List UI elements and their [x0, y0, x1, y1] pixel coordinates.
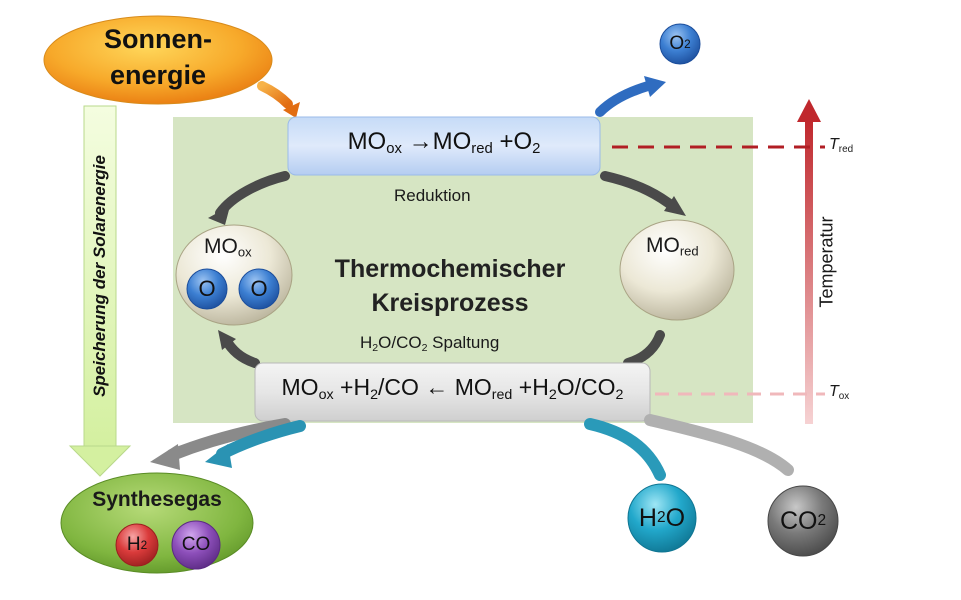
sun-arrowhead	[283, 102, 300, 118]
syngas-title: Synthesegas	[92, 488, 222, 511]
t-ox-label: Tox	[829, 383, 850, 402]
sun-ellipse	[43, 15, 273, 105]
o-ball-2	[238, 268, 280, 310]
mo-red-label: MOred	[646, 234, 699, 259]
temperature-label: Temperatur	[816, 216, 837, 308]
reduction-label: Reduktion	[394, 186, 471, 205]
o-ball-1	[186, 268, 228, 310]
reduction-equation: MOox →MOred +O2	[347, 128, 541, 158]
cycle-arrowheads	[208, 196, 686, 350]
temperature-arrow	[797, 99, 821, 424]
o2-ball	[659, 23, 701, 65]
co2-ball	[767, 485, 839, 557]
reduction-equation-box	[287, 116, 601, 176]
splitting-equation: MOox +H2/CO ← MOred +H2O/CO2	[281, 374, 624, 403]
o2-arrowhead	[644, 76, 666, 97]
mo-ox-label: MOox	[204, 235, 252, 260]
splitting-equation-box	[254, 362, 651, 422]
h2o-in-arrow	[584, 418, 666, 481]
storage-arrow	[68, 105, 132, 477]
splitting-label: H2O/CO2 Spaltung	[360, 333, 500, 354]
sun-arrow	[257, 81, 293, 109]
sun-label-line1: Sonnen-	[104, 24, 212, 54]
out-arrowhead-grey	[150, 444, 180, 470]
cycle-title-line1: Thermochemischer	[334, 255, 566, 283]
h2-ball	[115, 523, 159, 567]
out-arrow-teal	[216, 420, 306, 460]
h2o-ball	[627, 483, 697, 553]
out-arrow-grey	[166, 418, 291, 461]
cycle-title: Thermochemischer Kreisprozess	[305, 252, 595, 320]
co-ball	[171, 520, 221, 570]
storage-label: Speicherung der Solarenergie	[90, 155, 109, 397]
cycle-title-line2: Kreisprozess	[371, 289, 529, 317]
o2-arrow	[595, 81, 653, 117]
mo-red-sphere	[619, 219, 735, 321]
t-red-label: Tred	[829, 136, 854, 155]
out-arrowhead-teal	[205, 444, 232, 468]
co2-in-arrow	[644, 414, 794, 476]
sun-label: Sonnen- energie	[44, 21, 272, 93]
sun-label-line2: energie	[109, 60, 207, 90]
